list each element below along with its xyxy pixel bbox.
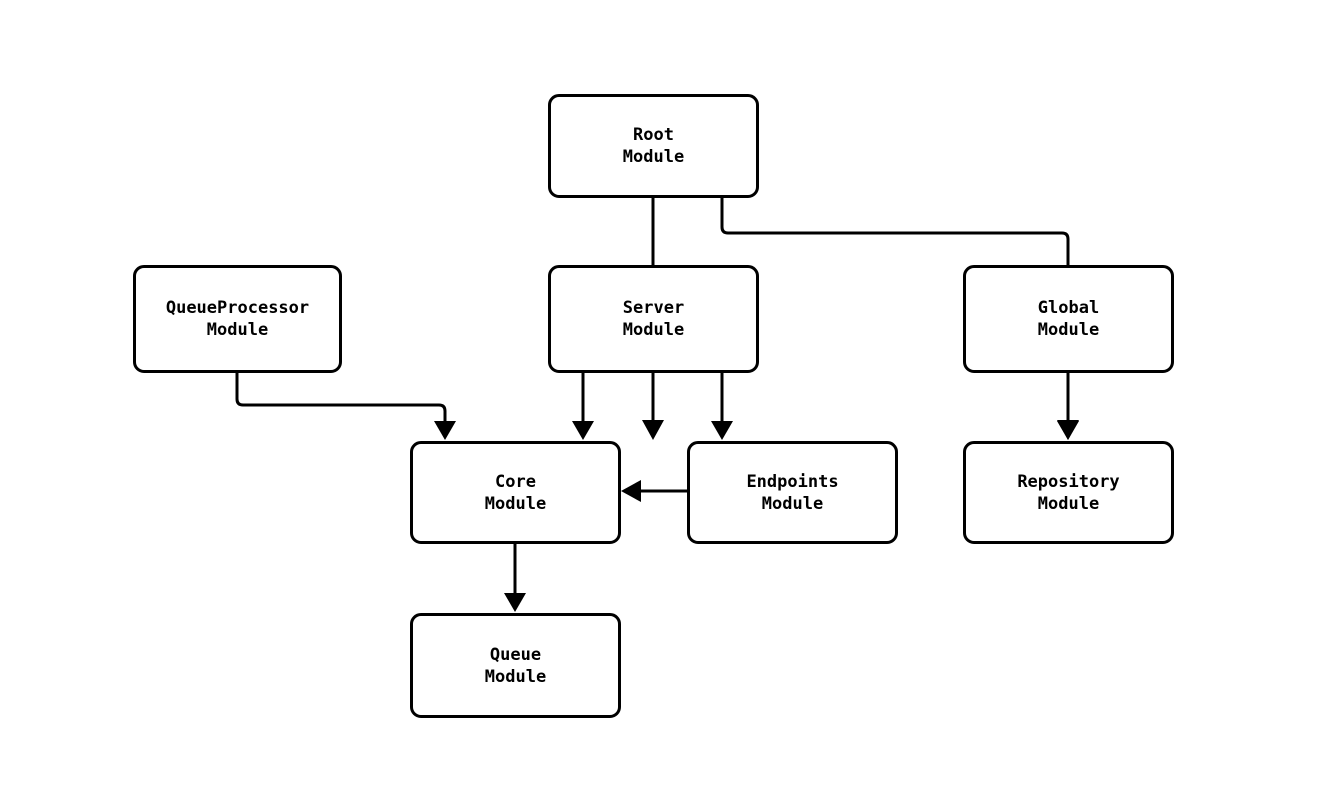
edge-endpoints-core: [621, 480, 687, 502]
node-core-module[interactable]: Core Module: [410, 441, 621, 544]
node-repository-module-label: Repository Module: [1017, 471, 1120, 514]
node-queue-module-label: Queue Module: [484, 644, 547, 687]
node-queueprocessor-module[interactable]: QueueProcessor Module: [133, 265, 342, 373]
edge-queueprocessor-core: [235, 373, 456, 440]
node-server-module-label: Server Module: [622, 298, 685, 340]
node-endpoints-module[interactable]: Endpoints Module: [687, 441, 898, 544]
node-core-module-label: Core Module: [484, 471, 547, 514]
node-endpoints-module-label: Endpoints Module: [746, 471, 839, 514]
node-global-module-label: Global Module: [1037, 298, 1100, 340]
node-root-module[interactable]: Root Module: [548, 94, 759, 198]
edge-server-core: [572, 373, 594, 440]
node-global-module[interactable]: Global Module: [963, 265, 1174, 373]
node-server-module[interactable]: Server Module: [548, 265, 759, 373]
node-queueprocessor-module-label: QueueProcessor Module: [165, 298, 310, 340]
edge-core-queue: [504, 544, 526, 612]
node-repository-module[interactable]: Repository Module: [963, 441, 1174, 544]
node-queue-module[interactable]: Queue Module: [410, 613, 621, 718]
edge-global-repository: [1057, 373, 1079, 440]
node-root-module-label: Root Module: [622, 125, 685, 167]
edge-server-endpoints: [711, 373, 733, 440]
